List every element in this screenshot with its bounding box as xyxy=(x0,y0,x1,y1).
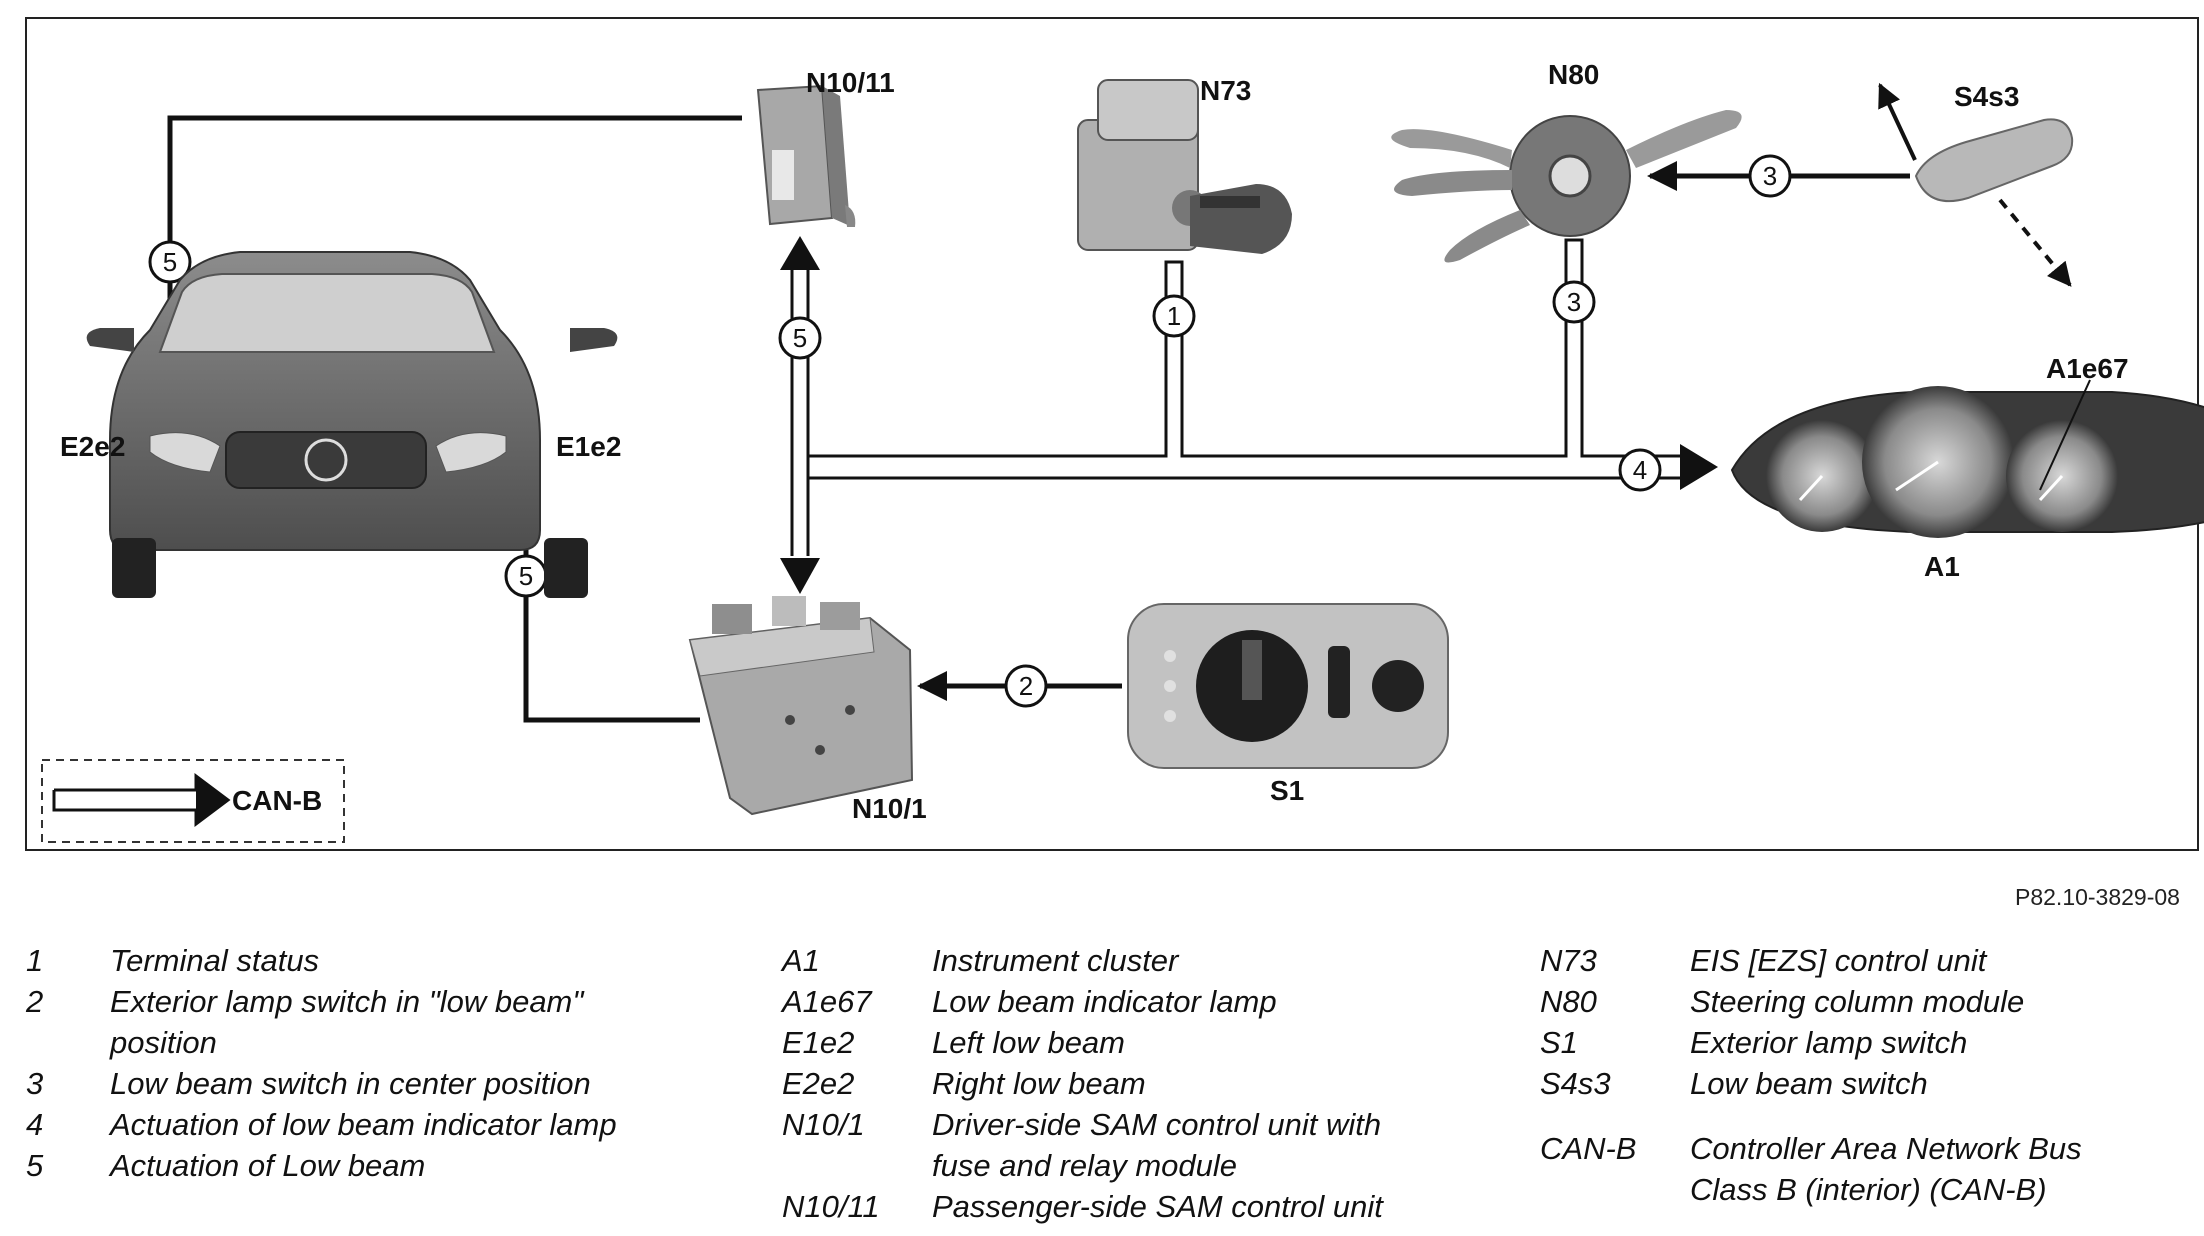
legend-item: 1 Terminal status xyxy=(26,940,617,981)
legend-item: 5 Actuation of Low beam xyxy=(26,1145,617,1186)
label-n73: N73 xyxy=(1200,75,1251,106)
label-a1: A1 xyxy=(1924,551,1960,582)
label-a1e67: A1e67 xyxy=(2046,353,2129,384)
svg-text:2: 2 xyxy=(1019,671,1033,701)
legend-key: N73 xyxy=(1540,943,1597,978)
n80-steering-column-illustration xyxy=(1391,110,1742,263)
legend-item: N73 EIS [EZS] control unit xyxy=(1540,940,2082,981)
svg-text:5: 5 xyxy=(519,561,533,591)
label-s1: S1 xyxy=(1270,775,1304,806)
label-s4s3: S4s3 xyxy=(1954,81,2019,112)
svg-text:3: 3 xyxy=(1567,287,1581,317)
marker-4: 4 xyxy=(1618,448,1662,492)
s4s3-down-arrow xyxy=(1998,198,2072,287)
label-n10-1: N10/1 xyxy=(852,793,927,824)
figure-reference: P82.10-3829-08 xyxy=(2015,884,2180,910)
legend-key: 5 xyxy=(26,1148,44,1183)
legend-key: A1e67 xyxy=(782,984,872,1019)
svg-text:1: 1 xyxy=(1167,301,1181,331)
legend-description: Left low beam xyxy=(932,1025,1125,1060)
legend-key: 4 xyxy=(26,1107,44,1142)
legend-description: Instrument cluster xyxy=(932,943,1179,978)
marker-5-e2e2: 5 xyxy=(148,240,192,284)
marker-2: 2 xyxy=(1004,664,1048,708)
a1-instrument-cluster-illustration xyxy=(1730,386,2204,538)
legend-description: Exterior lamp switch xyxy=(1690,1025,1968,1060)
legend-description: Passenger-side SAM control unit xyxy=(932,1189,1383,1224)
wiring-diagram: 5 5 5 1 3 3 4 2 N10/11 xyxy=(25,17,2204,851)
bus-arrow-right xyxy=(1680,444,1718,490)
legend-item: E1e2 Left low beam xyxy=(782,1022,1383,1063)
svg-text:5: 5 xyxy=(793,323,807,353)
legend-item: A1 Instrument cluster xyxy=(782,940,1383,981)
legend-key: N80 xyxy=(1540,984,1597,1019)
legend-item: N80 Steering column module xyxy=(1540,981,2082,1022)
legend-key: A1 xyxy=(782,943,820,978)
marker-1: 1 xyxy=(1152,294,1196,338)
legend-key: CAN-B xyxy=(1540,1131,1637,1166)
bus-arrow-up xyxy=(780,236,820,270)
legend-description: Low beam indicator lamp xyxy=(932,984,1277,1019)
bus-arrow-down xyxy=(780,558,820,594)
label-n10-11: N10/11 xyxy=(806,67,895,98)
svg-text:5: 5 xyxy=(163,247,177,277)
legend-description: Exterior lamp switch in "low beam"positi… xyxy=(110,984,584,1060)
legend-key: 3 xyxy=(26,1066,44,1101)
legend-key: E1e2 xyxy=(782,1025,855,1060)
svg-text:3: 3 xyxy=(1763,161,1777,191)
marker-3-bus: 3 xyxy=(1552,280,1596,324)
legend-description: Actuation of Low beam xyxy=(110,1148,426,1183)
legend-key: N10/1 xyxy=(782,1107,865,1142)
legend-item: N10/11 Passenger-side SAM control unit xyxy=(782,1186,1383,1227)
legend-item: E2e2 Right low beam xyxy=(782,1063,1383,1104)
legend-key: S4s3 xyxy=(1540,1066,1611,1101)
legend-item: S1 Exterior lamp switch xyxy=(1540,1022,2082,1063)
s4s3-switch-illustration xyxy=(1914,118,2074,203)
marker-5-bus: 5 xyxy=(778,316,822,360)
legend-description: Low beam switch xyxy=(1690,1066,1928,1101)
legend-key: 2 xyxy=(26,984,44,1019)
marker-3-s4s3: 3 xyxy=(1748,154,1792,198)
legend-key: S1 xyxy=(1540,1025,1578,1060)
label-e2e2: E2e2 xyxy=(60,431,125,462)
legend-key: E2e2 xyxy=(782,1066,855,1101)
legend-description: Actuation of low beam indicator lamp xyxy=(110,1107,617,1142)
n10-1-sam-illustration xyxy=(688,596,914,816)
s4s3-up-arrow xyxy=(1878,82,1917,161)
marker-5-e1e2: 5 xyxy=(504,554,548,598)
svg-text:4: 4 xyxy=(1633,455,1647,485)
legend-item: 3 Low beam switch in center position xyxy=(26,1063,617,1104)
legend-item: 2 Exterior lamp switch in "low beam"posit… xyxy=(26,981,617,1063)
legend-description: EIS [EZS] control unit xyxy=(1690,943,1987,978)
car-illustration xyxy=(86,251,618,598)
svg-text:CAN-B: CAN-B xyxy=(232,785,322,816)
legend-description: Terminal status xyxy=(110,943,320,978)
can-b-key-box: CAN-B xyxy=(41,759,345,843)
legend-item: 4 Actuation of low beam indicator lamp xyxy=(26,1104,617,1145)
n10-11-module-illustration xyxy=(756,84,856,227)
legend-item: A1e67 Low beam indicator lamp xyxy=(782,981,1383,1022)
legend-description: Steering column module xyxy=(1690,984,2025,1019)
can-b-bus xyxy=(790,238,1680,556)
label-e1e2: E1e2 xyxy=(556,431,621,462)
legend-key: 1 xyxy=(26,943,44,978)
legend-description: Low beam switch in center position xyxy=(110,1066,591,1101)
n73-eis-illustration xyxy=(1077,79,1292,254)
legend-description: Right low beam xyxy=(932,1066,1146,1101)
legend-column-1: 1 Terminal status 2 Exterior lamp switch in… xyxy=(26,940,617,1186)
legend-item: S4s3 Low beam switch xyxy=(1540,1063,2082,1104)
s1-exterior-lamp-switch-illustration xyxy=(1127,603,1449,769)
legend-key: N10/11 xyxy=(782,1189,880,1224)
label-n80: N80 xyxy=(1548,59,1599,90)
a1e67-pointer xyxy=(2039,379,2091,491)
